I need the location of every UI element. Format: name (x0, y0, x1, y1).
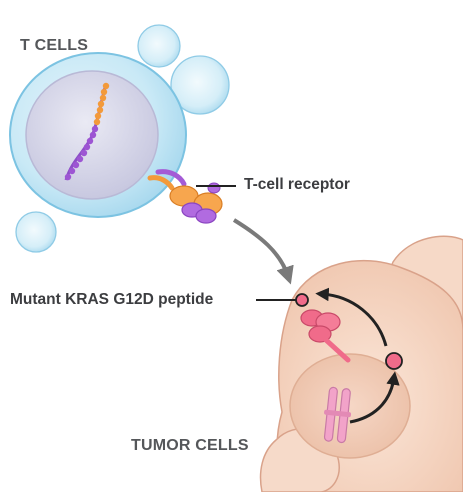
peptide-dot-surface (295, 293, 309, 307)
t-cell-receptor-label: T-cell receptor (244, 176, 350, 193)
small-t-cell-1 (137, 24, 181, 68)
dna-strand-icon (64, 82, 110, 181)
mutant-peptide-label: Mutant KRAS G12D peptide (10, 291, 214, 308)
small-t-cell-3 (15, 211, 57, 253)
peptide-dot-tumor (385, 352, 403, 370)
chromosome-icon (323, 386, 352, 444)
mhc-molecule-icon (300, 309, 351, 363)
tumor-nucleus (289, 353, 411, 459)
tumor-cells-label: TUMOR CELLS (131, 437, 249, 454)
presentation-arrow (315, 287, 388, 347)
expression-arrow (349, 371, 400, 424)
t-cells-label: T CELLS (20, 37, 89, 54)
recognition-arrow (232, 218, 294, 285)
t-cell-receptor-icon (147, 169, 223, 224)
t-cell-main (9, 52, 187, 218)
tumor-cells-cluster (259, 235, 463, 492)
small-t-cell-2 (170, 55, 230, 115)
